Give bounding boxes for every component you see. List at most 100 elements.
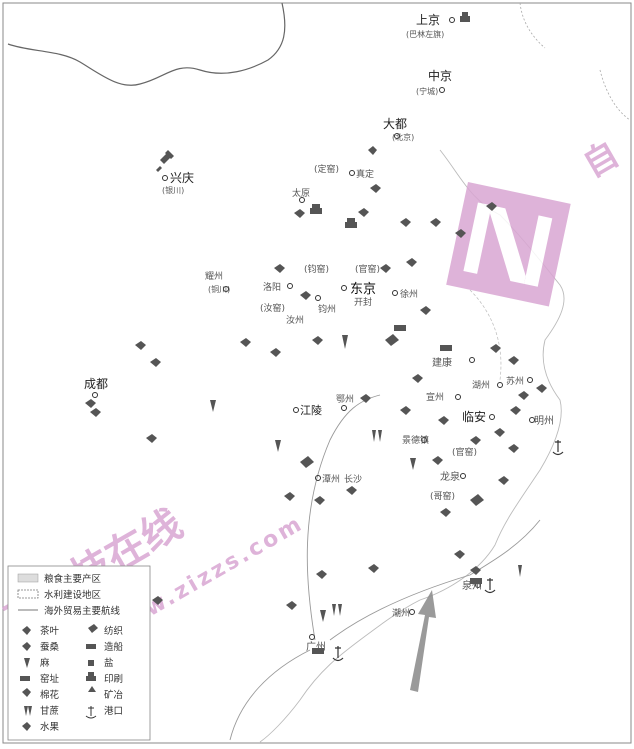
shipbuilding-icon bbox=[312, 648, 324, 654]
city-label-yaozhou: 耀州 bbox=[205, 271, 223, 282]
legend-port-icon bbox=[85, 706, 97, 719]
sericulture-icon bbox=[420, 306, 431, 315]
city-sub-xingqing: (银川) bbox=[162, 185, 184, 195]
kiln-icon bbox=[20, 676, 30, 681]
sericulture-icon bbox=[510, 406, 521, 415]
city-dot-jiankang bbox=[469, 357, 475, 363]
city-sub-tanzhou: 长沙 bbox=[344, 473, 362, 485]
city-dot-tanzhou bbox=[315, 475, 321, 481]
tea-icon bbox=[400, 406, 411, 415]
legend-item-cotton: 棉花 bbox=[40, 689, 60, 701]
shipbuilding-icon bbox=[440, 345, 452, 351]
sericulture-icon bbox=[455, 229, 466, 238]
tea-icon bbox=[438, 416, 449, 425]
sericulture-icon bbox=[294, 209, 305, 218]
city-label-longquan: 龙泉 bbox=[440, 470, 460, 483]
city-dot-jiangling bbox=[293, 407, 299, 413]
tea-icon bbox=[284, 492, 295, 501]
cotton-icon bbox=[22, 688, 31, 697]
legend-item-shipbuilding: 造船 bbox=[104, 641, 124, 653]
city-dot-dadu bbox=[394, 133, 400, 139]
city-label-geyao: (哥窑) bbox=[430, 490, 455, 502]
city-labels: 上京 (巴林左旗) 中京 (宁城) 大都 (北京) (定窑) 真定 兴庆 (银川… bbox=[84, 13, 554, 653]
city-markers bbox=[92, 17, 535, 640]
watermark-edge-text: 自 bbox=[577, 134, 626, 186]
sericulture-icon bbox=[274, 264, 285, 273]
shipbuilding-icon bbox=[86, 644, 96, 649]
sericulture-icon bbox=[370, 184, 381, 193]
port-icon bbox=[332, 646, 344, 662]
hemp-icon bbox=[320, 610, 326, 622]
hemp-icon bbox=[24, 658, 30, 668]
hemp-icon bbox=[342, 335, 348, 349]
city-label-dadu: 大都 bbox=[383, 117, 407, 131]
sericulture-icon bbox=[312, 336, 323, 345]
legend-item-salt: 盐 bbox=[104, 657, 114, 669]
tea-icon bbox=[160, 150, 174, 164]
tea-icon bbox=[240, 338, 251, 347]
city-sub-dongjing: 开封 bbox=[354, 296, 372, 308]
city-dot-mingzhou bbox=[529, 417, 535, 423]
trade-route-south bbox=[229, 649, 311, 741]
sugarcane-icon bbox=[518, 565, 522, 577]
legend-item-kiln: 窑址 bbox=[40, 673, 60, 685]
port-icon bbox=[85, 706, 97, 719]
city-label-xuzhou: 徐州 bbox=[400, 288, 418, 300]
city-label-guanyao: (官窑) bbox=[355, 263, 380, 275]
city-label-jingdezhen: 景德镇 bbox=[402, 434, 429, 446]
tea-icon bbox=[156, 166, 162, 172]
fruit-icon bbox=[22, 722, 31, 731]
city-label-junzhou: 钧州 bbox=[318, 303, 336, 315]
fruit-icon bbox=[470, 566, 481, 575]
textile-icon bbox=[470, 494, 484, 506]
city-label-tanzhou: 潭州 bbox=[322, 474, 340, 485]
mining-icon bbox=[88, 686, 96, 692]
ocean-current-arrow bbox=[410, 590, 436, 692]
city-dot-zhongjing bbox=[439, 87, 445, 93]
tea-icon bbox=[90, 408, 101, 417]
tea-icon bbox=[440, 508, 451, 517]
city-label-luoyang: 洛阳 bbox=[263, 281, 281, 293]
city-dot-junzhou bbox=[315, 295, 321, 301]
watermark-logo bbox=[446, 182, 571, 307]
legend-item-port: 港口 bbox=[104, 705, 123, 717]
city-sub-zhongjing: (宁城) bbox=[416, 86, 438, 96]
city-sub-yaozhou: (铜川) bbox=[208, 284, 230, 294]
port-icon bbox=[552, 440, 564, 456]
legend-label-grain: 粮食主要产区 bbox=[44, 573, 102, 585]
legend-item-textile: 纺织 bbox=[104, 625, 123, 637]
city-label-shangjing: 上京 bbox=[416, 13, 440, 27]
legend-item-sugarcane: 甘蔗 bbox=[40, 705, 59, 717]
sericulture-icon bbox=[360, 394, 371, 403]
border-dashed-1 bbox=[519, 2, 546, 49]
sugarcane-icon bbox=[24, 706, 32, 716]
fruit-icon bbox=[286, 601, 297, 610]
city-dot-zhending bbox=[349, 170, 355, 176]
sericulture-icon bbox=[490, 344, 501, 353]
textile-icon bbox=[385, 334, 399, 346]
city-label-dingyao: (定窑) bbox=[314, 163, 339, 175]
city-dot-xuzhou bbox=[392, 290, 398, 296]
city-dot-luoyang bbox=[287, 283, 293, 289]
tea-icon bbox=[85, 399, 96, 408]
city-label-jiankang: 建康 bbox=[432, 356, 452, 369]
tea-icon bbox=[432, 456, 443, 465]
city-sub-shangjing: (巴林左旗) bbox=[406, 29, 444, 39]
legend-item-mining: 矿冶 bbox=[104, 689, 124, 701]
tea-icon bbox=[498, 476, 509, 485]
tea-icon bbox=[146, 434, 157, 443]
legend-icons-left bbox=[20, 626, 32, 731]
tea-icon bbox=[346, 486, 357, 495]
hemp-icon bbox=[410, 458, 416, 470]
sericulture-icon bbox=[430, 218, 441, 227]
tea-icon bbox=[152, 596, 163, 605]
tea-icon bbox=[135, 341, 146, 350]
shipbuilding-icon bbox=[470, 578, 482, 584]
city-label-dongjing: 东京 bbox=[350, 282, 376, 297]
city-dot-linan bbox=[489, 414, 495, 420]
legend-label-route: 海外贸易主要航线 bbox=[44, 605, 121, 617]
border-dashed-2 bbox=[599, 69, 631, 121]
city-dot-jingdezhen bbox=[421, 437, 427, 443]
